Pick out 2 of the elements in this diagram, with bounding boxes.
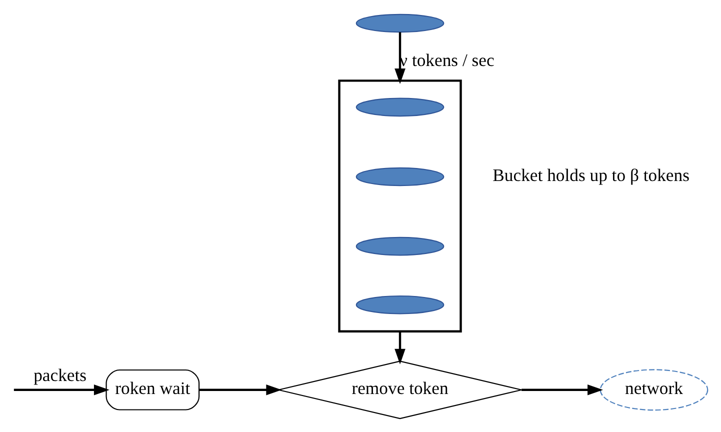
node-label: Bucket holds up to β tokens [492,164,690,184]
edge-label: packets [34,364,87,384]
